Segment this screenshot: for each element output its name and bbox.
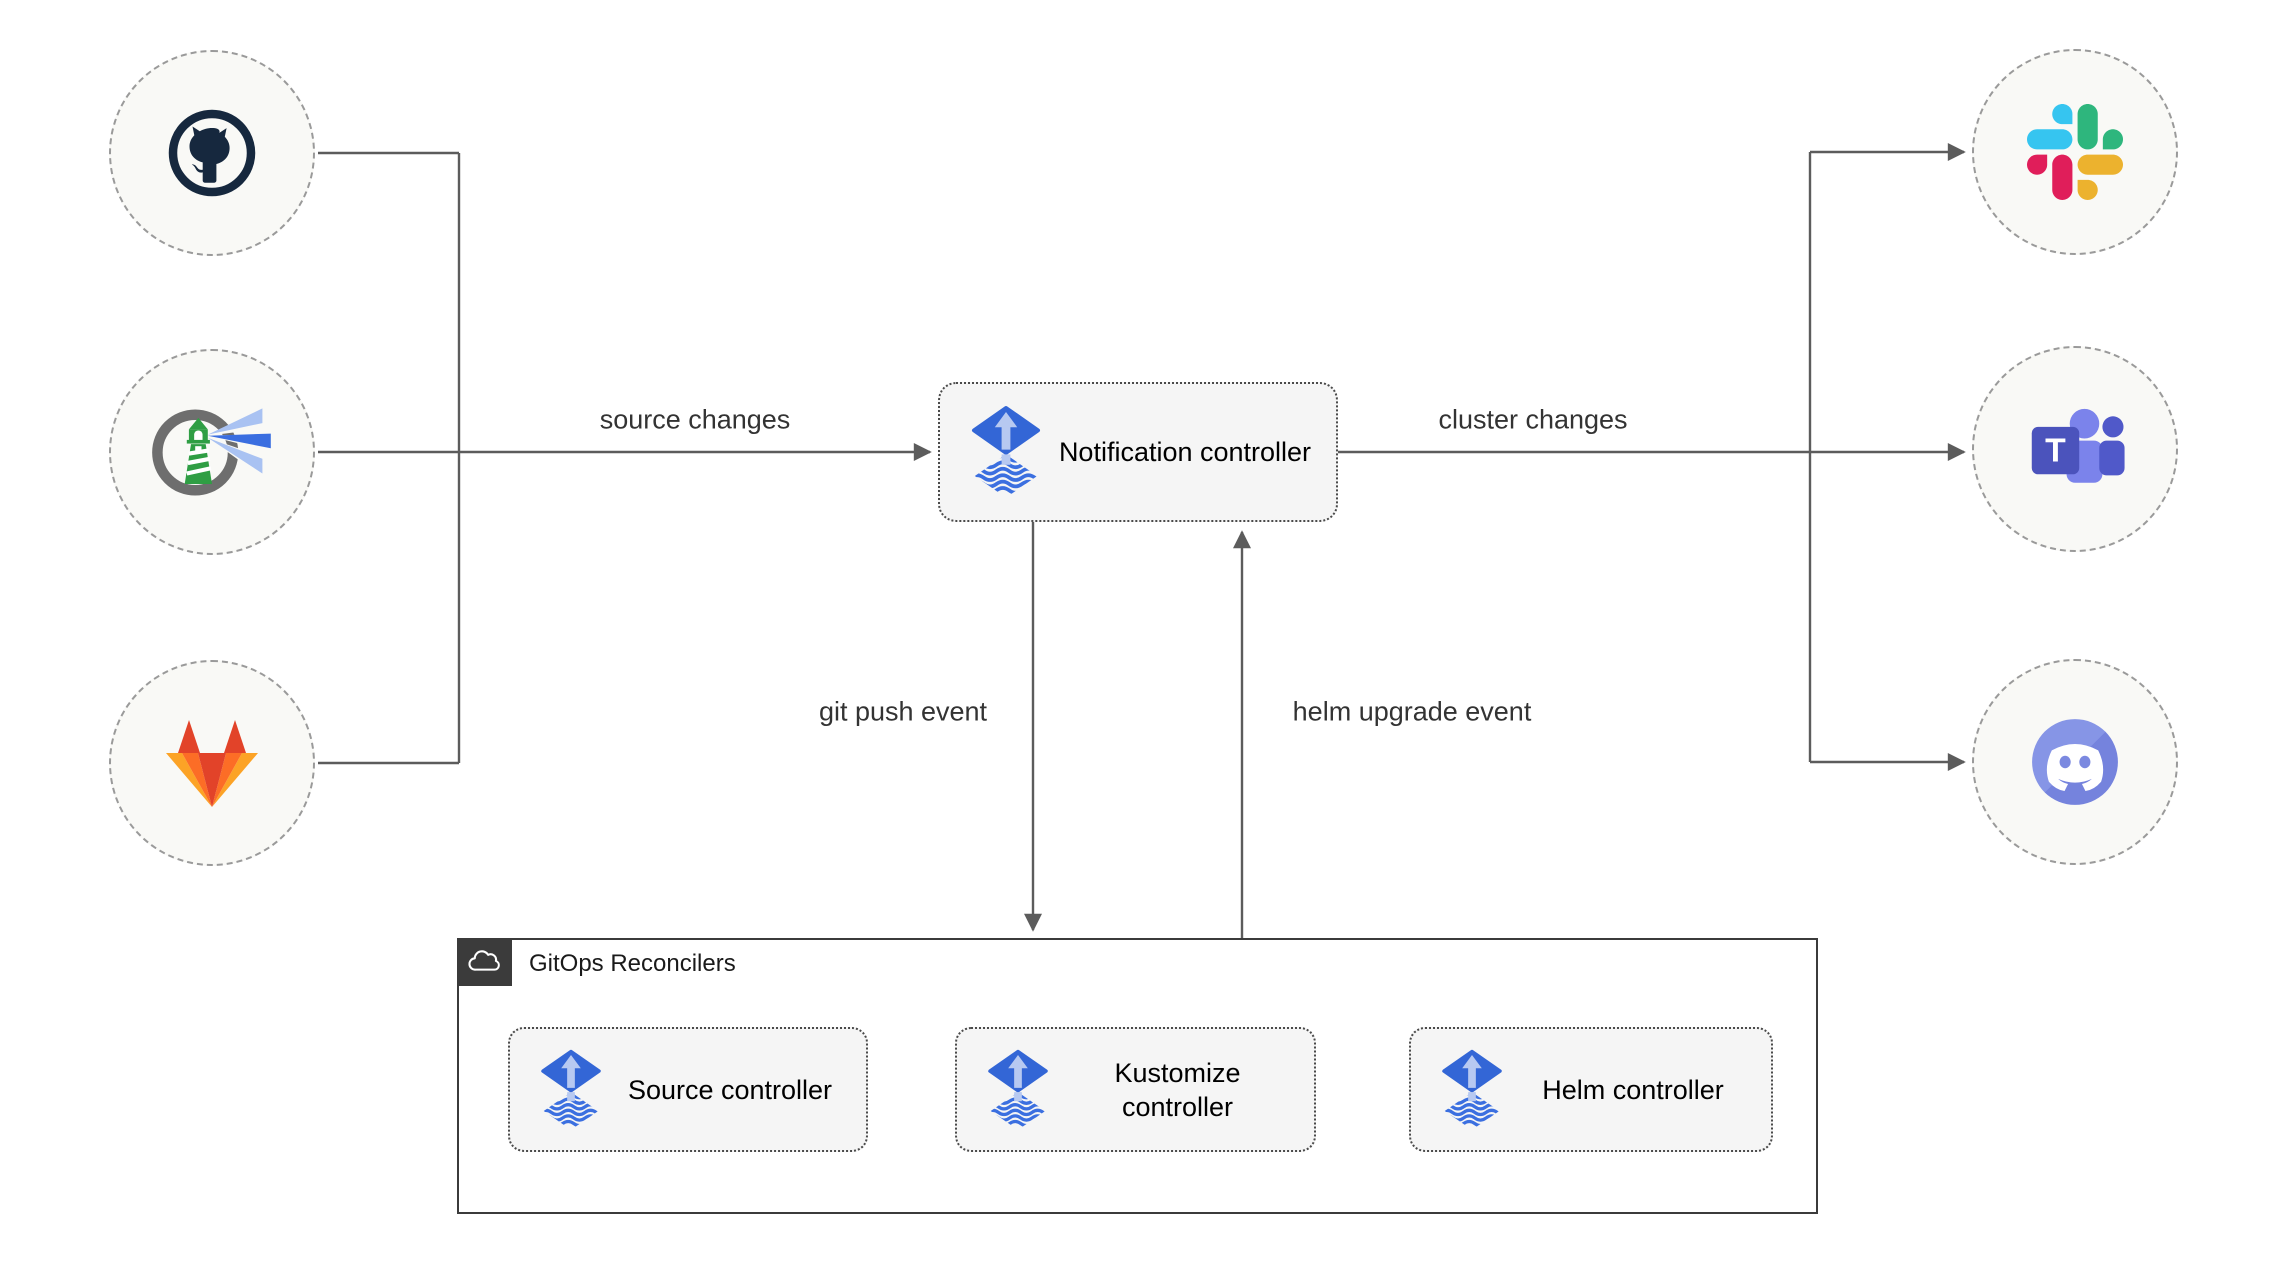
flux-icon (1442, 1049, 1502, 1127)
edge-label-cluster-changes: cluster changes (1438, 404, 1628, 435)
gitlab-node (109, 660, 315, 866)
harbor-icon (152, 403, 275, 496)
teams-icon: T (2031, 408, 2125, 483)
cloud-icon (467, 950, 500, 971)
helm-controller-label: Helm controller (1542, 1074, 1724, 1105)
notification-controller-node: Notification controller (938, 382, 1338, 522)
source-controller-node: Source controller (508, 1027, 868, 1152)
notification-controller-label: Notification controller (1058, 437, 1312, 467)
discord-icon (2032, 719, 2118, 805)
edge-label-helm-upgrade-event: helm upgrade event (1292, 696, 1532, 727)
github-icon (168, 109, 256, 197)
gitops-header-badge (457, 938, 512, 986)
kustomize-controller-node: Kustomize controller (955, 1027, 1316, 1152)
flux-icon (541, 1049, 601, 1127)
svg-text:T: T (2045, 432, 2066, 470)
gitops-reconcilers-title: GitOps Reconcilers (529, 950, 736, 977)
flux-icon (972, 406, 1040, 495)
teams-node: T (1972, 346, 2178, 552)
kustomize-controller-label: Kustomize controller (1114, 1057, 1241, 1122)
slack-node (1972, 49, 2178, 255)
edge-label-git-push-event: git push event (818, 696, 988, 727)
source-controller-label: Source controller (627, 1074, 833, 1105)
gitlab-icon (166, 720, 258, 807)
github-node (109, 50, 315, 256)
harbor-node (109, 349, 315, 555)
helm-controller-node: Helm controller (1409, 1027, 1773, 1152)
edge-label-source-changes: source changes (599, 404, 791, 435)
discord-node (1972, 659, 2178, 865)
slack-icon (2027, 104, 2123, 200)
flux-icon (988, 1049, 1048, 1127)
